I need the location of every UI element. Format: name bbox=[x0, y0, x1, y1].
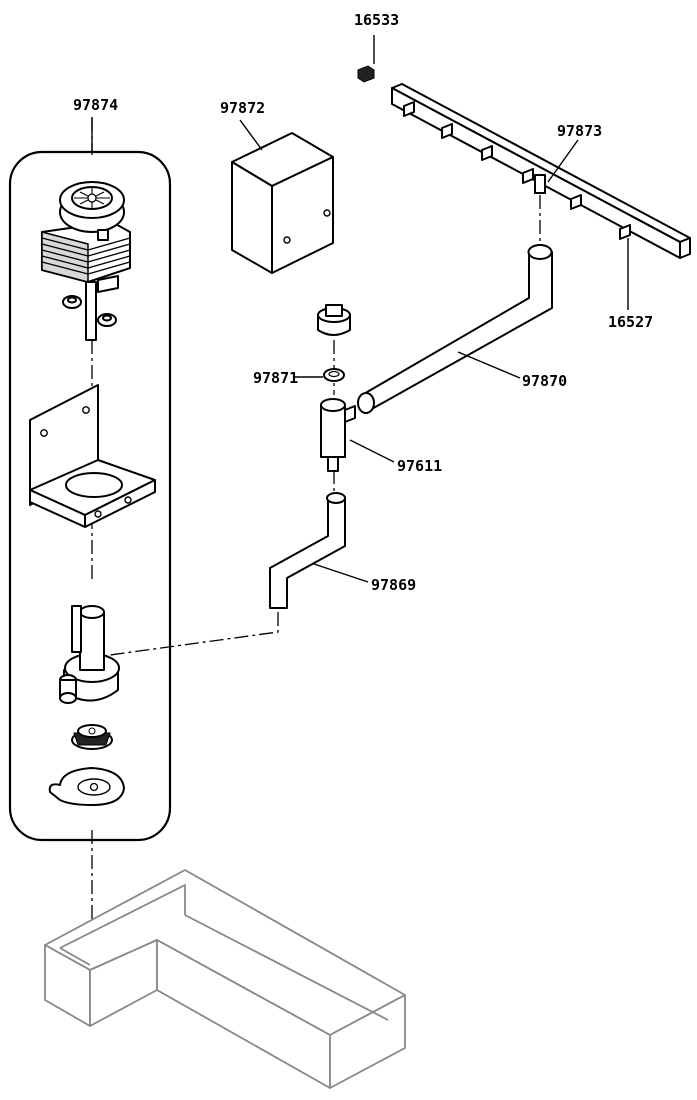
pump-volute bbox=[48, 767, 125, 806]
pump-motor bbox=[41, 181, 131, 341]
label-16527: 16527 bbox=[608, 313, 653, 331]
label-97872: 97872 bbox=[220, 99, 265, 117]
clip-16533 bbox=[357, 65, 375, 83]
part-labels: 16533 97874 97872 97873 16527 97870 9787… bbox=[73, 11, 653, 594]
impeller bbox=[71, 724, 113, 750]
assembly-frame bbox=[8, 150, 172, 842]
label-97871: 97871 bbox=[253, 369, 298, 387]
leader-lines bbox=[91, 35, 629, 583]
label-97874: 97874 bbox=[73, 96, 118, 114]
mounting-bracket bbox=[29, 384, 156, 528]
cap-97871 bbox=[317, 304, 351, 382]
spray-bar bbox=[391, 83, 691, 259]
basin bbox=[44, 869, 406, 1089]
pipe-97869 bbox=[269, 492, 346, 609]
label-97611: 97611 bbox=[397, 457, 442, 475]
tee-97611 bbox=[320, 398, 356, 472]
label-97869: 97869 bbox=[371, 576, 416, 594]
pump-housing bbox=[59, 605, 120, 704]
spray-nozzles bbox=[403, 101, 631, 240]
pipe-97870 bbox=[357, 244, 553, 414]
cover-box bbox=[231, 132, 334, 274]
label-16533: 16533 bbox=[354, 11, 399, 29]
label-97870: 97870 bbox=[522, 372, 567, 390]
label-97873: 97873 bbox=[557, 122, 602, 140]
